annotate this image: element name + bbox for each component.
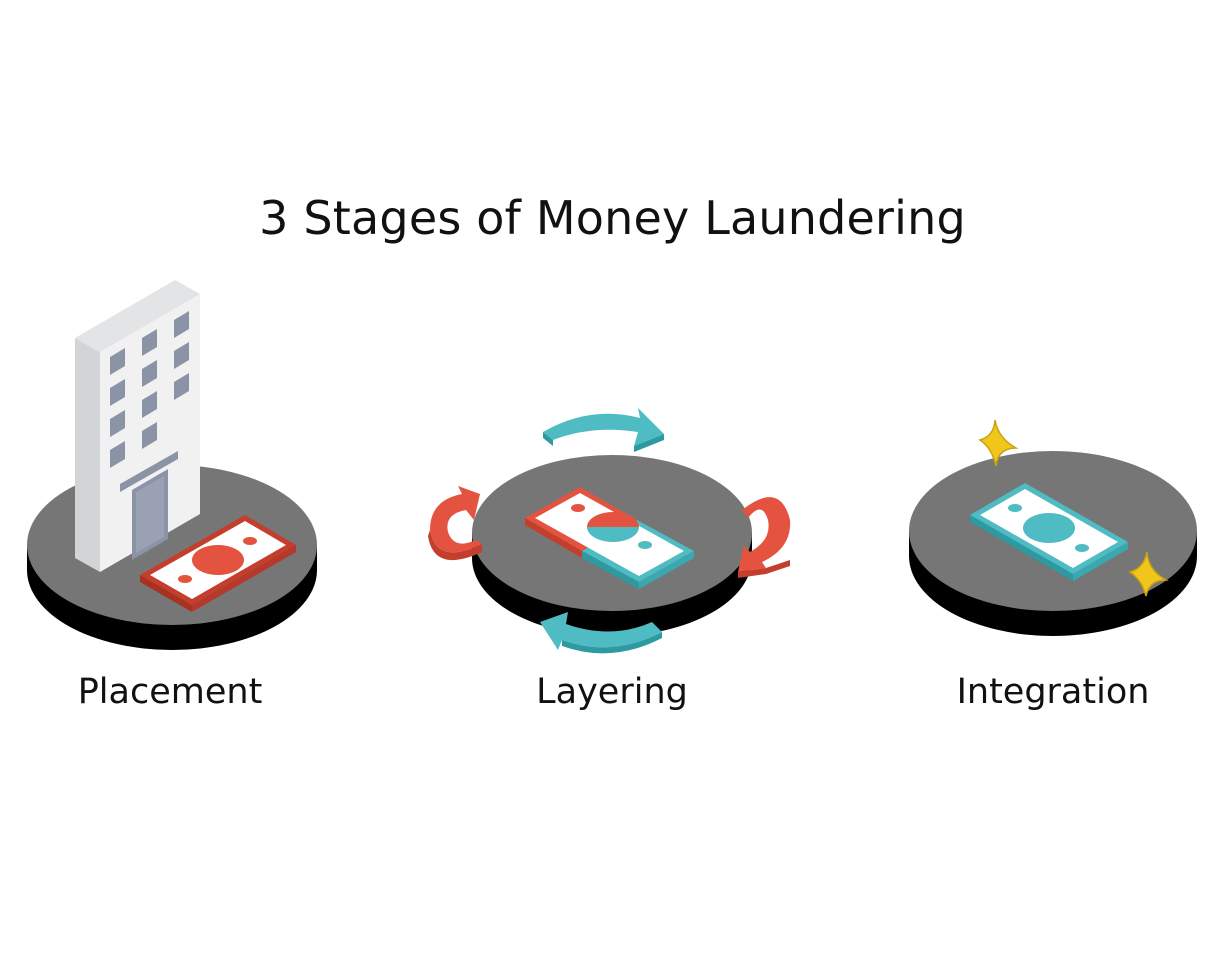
diagram-title: 3 Stages of Money Laundering [259,191,966,245]
red-banknote-icon [140,515,296,612]
layering-stage [428,408,791,654]
sparkle-icon [978,419,1169,597]
stage-label-placement: Placement [77,672,263,712]
integration-stage [909,419,1197,636]
stage-label-layering: Layering [536,672,688,712]
placement-stage [27,280,317,650]
cyan-banknote-icon [970,483,1128,581]
red-cyan-banknote-icon [525,487,694,589]
building-icon [75,280,200,572]
stage-label-integration: Integration [956,672,1150,712]
cycle-arrows-icon [428,408,791,654]
